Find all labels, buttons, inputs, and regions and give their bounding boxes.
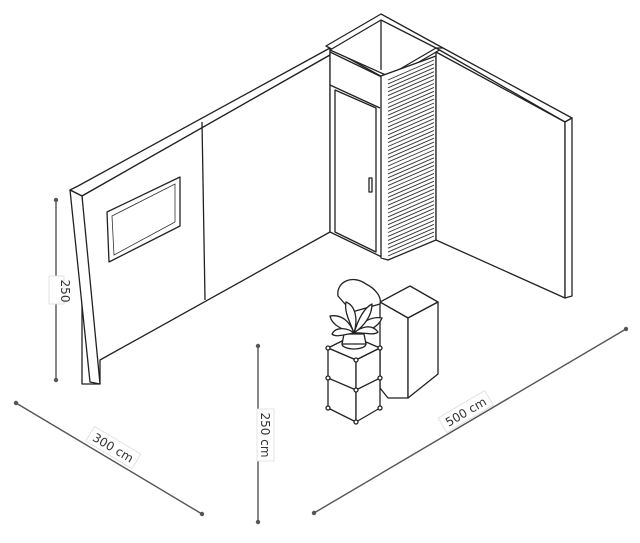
slat — [387, 227, 435, 249]
slat — [387, 172, 435, 194]
slat — [387, 204, 435, 226]
slat — [387, 169, 435, 190]
slat — [387, 200, 435, 222]
slat — [387, 86, 435, 108]
slat — [387, 161, 435, 183]
shelf-cube-unit — [325, 335, 383, 425]
left-wall — [69, 13, 444, 385]
slat — [387, 75, 435, 97]
wall-screen — [106, 176, 181, 263]
potted-plant — [329, 301, 383, 350]
slat — [387, 114, 435, 136]
slat — [387, 208, 435, 230]
storage-door — [334, 89, 377, 253]
slat — [387, 83, 435, 104]
slat — [387, 79, 435, 101]
slat — [387, 219, 435, 241]
slatted-panel — [380, 55, 437, 261]
door-handle-icon — [368, 177, 373, 193]
slat — [387, 215, 435, 237]
slat — [387, 59, 435, 81]
dimension-height-label: 250 cm — [258, 412, 272, 457]
slat — [387, 122, 435, 144]
chair — [337, 279, 381, 313]
slat — [387, 71, 435, 93]
slat — [387, 192, 435, 214]
slat — [387, 153, 435, 175]
slat — [387, 110, 435, 132]
slat — [387, 106, 435, 128]
slat — [387, 235, 435, 257]
slat — [387, 118, 435, 140]
slat — [387, 176, 435, 198]
slat — [387, 231, 435, 253]
right-wall — [435, 47, 573, 299]
slat — [387, 126, 435, 147]
slat — [387, 63, 435, 85]
slat — [387, 149, 435, 171]
slat — [387, 133, 435, 155]
slat — [387, 129, 435, 151]
slat — [387, 67, 435, 89]
slat — [387, 212, 435, 233]
slat — [387, 102, 435, 124]
slat — [387, 98, 435, 120]
slat — [387, 94, 435, 116]
dimension-height: 250 cm — [255, 343, 275, 525]
slat — [387, 90, 435, 112]
slat — [387, 184, 435, 206]
slat — [387, 188, 435, 210]
dimension-left-height: 250 — [48, 197, 72, 383]
slat — [387, 141, 435, 163]
storage-room — [329, 20, 389, 261]
slat — [387, 165, 435, 187]
slat — [387, 196, 435, 218]
counter — [379, 285, 439, 399]
slat — [387, 157, 435, 179]
dimension-left-height-label: 250 — [58, 280, 72, 303]
slat — [387, 180, 435, 202]
slat — [387, 145, 435, 167]
dimension-depth: 300 cm — [13, 400, 205, 517]
slat — [387, 223, 435, 245]
slat — [387, 137, 435, 159]
